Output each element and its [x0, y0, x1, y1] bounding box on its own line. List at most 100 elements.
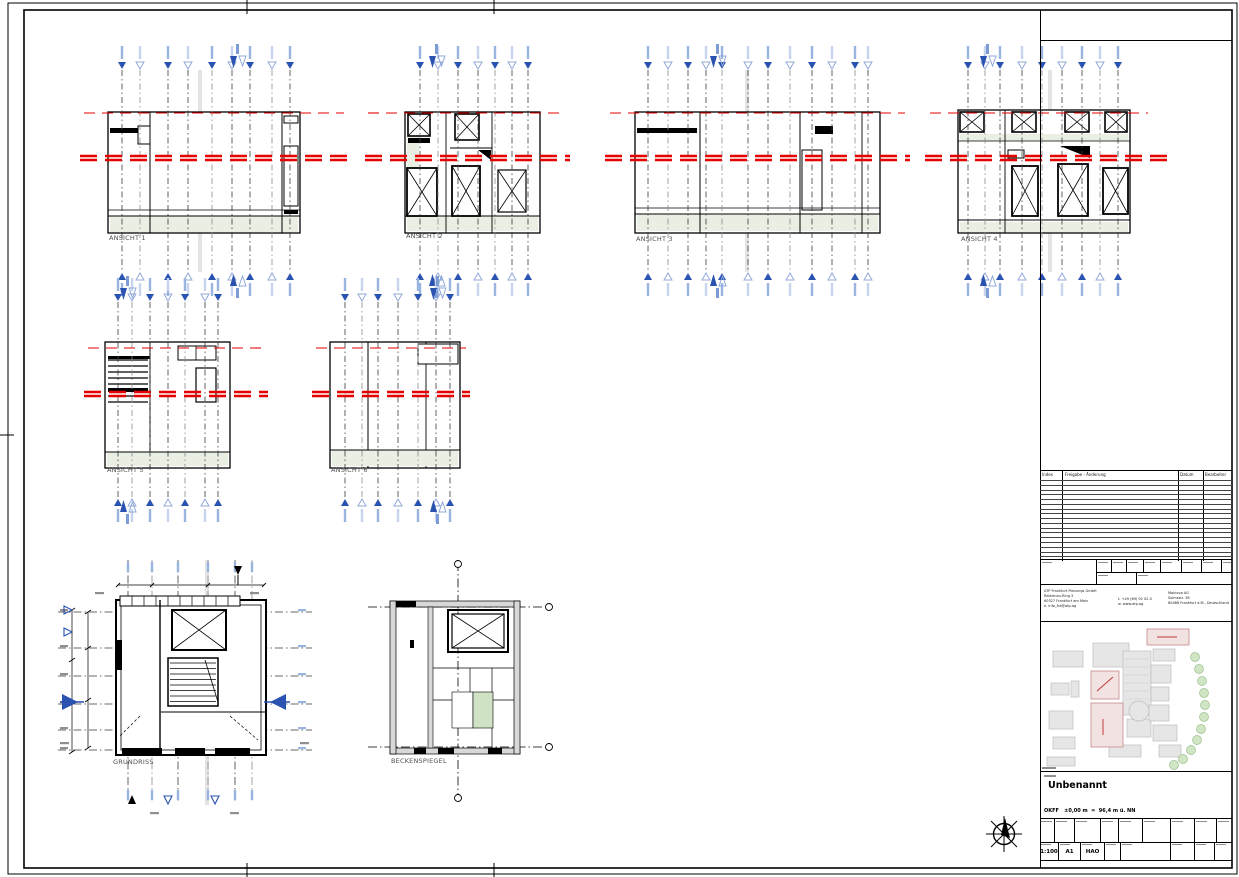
format-value: A1: [1065, 849, 1074, 855]
client-street: Solmsstr. 38: [1168, 596, 1190, 601]
format-value-cell: A1: [1058, 843, 1080, 860]
view-label-beckenspiegel: BECKENSPIEGEL: [391, 757, 447, 765]
view-beckenspiegel: [368, 560, 553, 802]
revision-row: [1040, 508, 1232, 514]
firm-email: e. info_fra@atp.ag: [1044, 604, 1077, 609]
tb-address-band: ATP Frankfurt Planungs GmbH Rathenau-Rin…: [1040, 585, 1232, 622]
revision-row: [1040, 542, 1232, 547]
site-plan-caption-smudge: [1042, 767, 1056, 769]
firm-address: ATP Frankfurt Planungs GmbH Rathenau-Rin…: [1044, 589, 1114, 609]
revision-row: [1040, 556, 1232, 561]
param-cell: [1170, 819, 1194, 842]
value-cell: [1170, 843, 1194, 860]
view-labels: ANSICHT 1 ANSICHT 2 ANSICHT 3 ANSICHT 4 …: [107, 232, 998, 766]
view-ansicht-5: [84, 276, 268, 524]
view-label-grundriss: GRUNDRISS: [113, 758, 154, 766]
revision-row: [1040, 546, 1232, 552]
view-label-ansicht4: ANSICHT 4: [961, 235, 998, 243]
code-cell: [1201, 560, 1221, 573]
site-plan-thumbnail: [1040, 622, 1232, 772]
site-plan-graphic: [1046, 628, 1210, 770]
firm-contact: t. +49 (69) 92 02-0 w. www.atp.ag: [1118, 597, 1162, 607]
firm-web: w. www.atp.ag: [1118, 602, 1144, 607]
editor-value: HAO: [1085, 849, 1100, 855]
view-ansicht-3: [605, 44, 910, 298]
revision-col-change: Freigabe - Änderung: [1065, 472, 1106, 477]
sheet-title: Unbenannt: [1048, 780, 1107, 791]
tb-title-area: Unbenannt: [1040, 772, 1232, 805]
firm-street: Rathenau-Ring 3: [1044, 594, 1074, 599]
firm-phone: t. +49 (69) 92 02-0: [1118, 597, 1152, 601]
view-label-ansicht3: ANSICHT 3: [636, 235, 673, 243]
client-address: Mainova AG Solmsstr. 38 60486 Frankfurt …: [1168, 591, 1230, 606]
revision-row: [1040, 489, 1232, 495]
revision-row: [1040, 518, 1232, 523]
revision-row: [1040, 484, 1232, 490]
tb-code-strip: [1040, 560, 1232, 585]
revision-col-index: Index: [1042, 472, 1054, 477]
tb-bottom-strip: [1040, 860, 1232, 868]
firm-city: 60327 Frankfurt am Main: [1044, 599, 1089, 604]
value-cell: [1194, 843, 1214, 860]
param-cell: [1142, 819, 1170, 842]
firm-name: ATP Frankfurt Planungs GmbH: [1044, 589, 1097, 593]
titleblock-column: [1040, 10, 1232, 868]
code-cell: [1096, 560, 1111, 573]
view-ansicht-4: [925, 44, 1168, 298]
param-cell: [1040, 819, 1054, 842]
view-ansicht-6: [312, 276, 470, 524]
revision-row: [1040, 494, 1232, 499]
param-cell: [1100, 819, 1118, 842]
revision-divider: [1203, 471, 1204, 561]
revision-row: [1040, 551, 1232, 557]
param-cell: [1118, 819, 1142, 842]
revision-row: [1040, 480, 1232, 485]
revision-row: [1040, 527, 1232, 533]
code-cell: [1126, 560, 1143, 573]
revision-row: [1040, 522, 1232, 528]
revision-row: [1040, 537, 1232, 542]
code-cell: [1160, 560, 1181, 573]
revision-divider: [1178, 471, 1179, 561]
revision-row: [1040, 499, 1232, 504]
titleblock-top-band-line: [1040, 40, 1232, 41]
client-city: 60486 Frankfurt a.M., Deutschland: [1168, 601, 1229, 606]
client-name: Mainova AG: [1168, 591, 1189, 595]
view-label-ansicht2: ANSICHT 2: [406, 232, 443, 240]
value-cell: [1104, 843, 1120, 860]
view-label-ansicht5: ANSICHT 5: [107, 466, 144, 474]
code-cell: [1221, 560, 1232, 573]
code-cell: [1096, 573, 1136, 585]
revision-row: [1040, 513, 1232, 518]
param-cell: [1074, 819, 1100, 842]
north-arrow-icon: [986, 816, 1022, 852]
code-cell: [1111, 560, 1126, 573]
tb-value-row: 1:100 A1 HAO: [1040, 842, 1232, 860]
datum-note: OKFF ±0,00 m = 96,4 m ü. NN: [1044, 808, 1136, 814]
view-label-ansicht6: ANSICHT 6: [331, 466, 368, 474]
scale-value-cell: 1:100: [1040, 843, 1058, 860]
param-cell: [1054, 819, 1074, 842]
view-ansicht-1: [80, 44, 352, 298]
code-cell: [1136, 573, 1232, 585]
scale-value: 1:100: [1040, 849, 1058, 855]
revision-row: [1040, 503, 1232, 509]
value-cell: [1214, 843, 1232, 860]
tb-param-grid: [1040, 818, 1232, 842]
revision-col-date: Datum: [1180, 472, 1194, 477]
revision-col-editor: Bearbeiter: [1205, 472, 1227, 477]
revision-table: Index Freigabe - Änderung Datum Bearbeit…: [1040, 470, 1232, 561]
revision-divider: [1062, 471, 1063, 561]
code-cell: [1040, 560, 1096, 585]
view-grundriss: [58, 560, 312, 815]
title-field-label-smudge: [1044, 775, 1056, 777]
param-cell: [1216, 819, 1232, 842]
view-ansicht-2: [365, 44, 570, 298]
editor-value-cell: HAO: [1080, 843, 1104, 860]
value-cell: [1120, 843, 1170, 860]
code-cell: [1181, 560, 1201, 573]
